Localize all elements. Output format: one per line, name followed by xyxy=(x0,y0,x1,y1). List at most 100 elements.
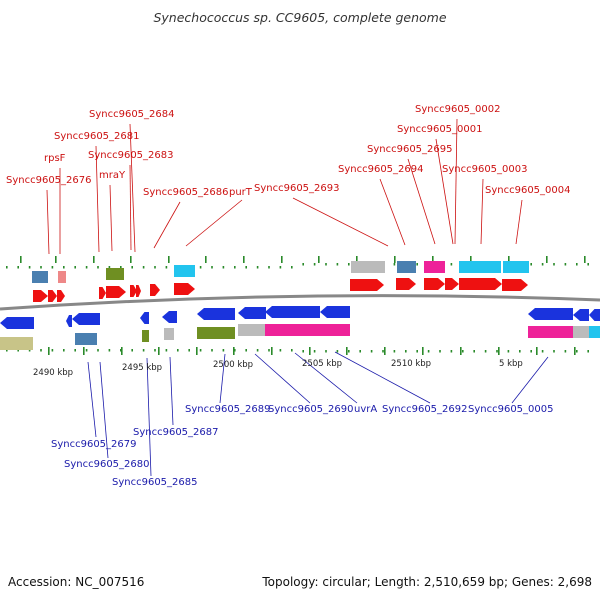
features xyxy=(0,261,600,350)
major-tick xyxy=(508,256,510,263)
reverse-label-leader xyxy=(254,353,311,404)
major-tick xyxy=(281,256,283,263)
forward-label-leader xyxy=(129,123,136,253)
major-tick xyxy=(130,256,132,263)
major-tick xyxy=(384,347,386,355)
forward-cds-arrow xyxy=(396,278,416,290)
forward-cds-arrow xyxy=(33,290,48,302)
tick-dot xyxy=(63,349,65,352)
tick-dot xyxy=(222,266,225,269)
tick-dot xyxy=(256,266,259,269)
tick-dot xyxy=(17,266,19,269)
major-tick xyxy=(48,347,50,355)
tick-dot xyxy=(245,266,247,269)
tick-dot xyxy=(313,350,316,353)
reverse-cds-arrow xyxy=(589,309,600,321)
tick-dot xyxy=(108,349,111,352)
gene-feature xyxy=(351,261,385,273)
tick-dot xyxy=(541,263,544,266)
map-title: Synechococcus sp. CC9605, complete genom… xyxy=(153,10,447,25)
tick-dot xyxy=(564,263,567,266)
reverse-label-leader xyxy=(99,361,109,459)
tick-dot xyxy=(439,350,441,353)
tick-dot xyxy=(199,349,202,352)
major-tick xyxy=(498,347,500,355)
tick-dot xyxy=(462,350,464,353)
tick-dot xyxy=(553,263,555,266)
tick-dot xyxy=(154,266,156,269)
reverse-cds-arrow xyxy=(197,308,235,320)
tick-dot xyxy=(576,263,578,266)
forward-cds-arrow xyxy=(424,278,445,290)
forward-gene-label: Syncc9605_0002 xyxy=(415,104,501,115)
forward-cds-arrow xyxy=(130,285,137,297)
tick-dot xyxy=(576,350,578,353)
major-tick xyxy=(318,256,320,263)
forward-label-leader xyxy=(95,145,100,253)
tick-dot xyxy=(245,349,247,352)
reverse-gene-label: Syncc9605_2685 xyxy=(112,477,198,488)
tick-dot xyxy=(336,350,339,353)
forward-gene-label: Syncc9605_2686 xyxy=(143,187,229,198)
major-tick xyxy=(574,347,576,355)
reverse-cds-arrow xyxy=(265,306,320,318)
major-tick xyxy=(93,256,95,263)
tick-dot xyxy=(188,349,190,352)
reverse-gene-label: Syncc9605_2680 xyxy=(64,459,150,470)
scale-label: 2500 kbp xyxy=(213,360,253,370)
tick-dot xyxy=(268,349,270,352)
tick-dot xyxy=(405,350,407,353)
forward-label-leader xyxy=(153,201,181,249)
forward-gene-label: rpsF xyxy=(44,153,66,164)
gene-feature xyxy=(174,265,195,277)
major-tick xyxy=(168,256,170,263)
reverse-cds-arrow xyxy=(320,306,350,318)
scale-label: 5 kbp xyxy=(499,359,523,369)
reverse-label-leader xyxy=(87,361,97,438)
forward-gene-label: Syncc9605_0001 xyxy=(397,124,483,135)
gene-feature xyxy=(459,261,501,273)
gene-feature xyxy=(320,324,350,336)
tick-dot xyxy=(222,349,225,352)
gene-feature xyxy=(238,324,266,336)
tick-dot xyxy=(393,350,396,353)
tick-dot xyxy=(359,350,361,353)
forward-label-leader xyxy=(109,184,113,252)
tick-dot xyxy=(348,350,350,353)
tick-dot xyxy=(450,263,453,266)
forward-cds-arrow xyxy=(174,283,195,295)
major-tick xyxy=(309,347,311,355)
major-tick xyxy=(546,256,548,263)
gene-feature xyxy=(32,271,48,283)
gene-feature xyxy=(106,268,124,280)
tick-dot xyxy=(142,349,145,352)
reverse-gene-label: Syncc9605_2679 xyxy=(51,439,137,450)
forward-gene-label: Syncc9605_0003 xyxy=(442,164,528,175)
tick-dot xyxy=(496,350,498,353)
gene-feature xyxy=(197,327,235,339)
reverse-label-leader xyxy=(334,351,431,404)
forward-label-leader xyxy=(515,199,523,245)
gene-feature xyxy=(164,328,174,340)
tick-dot xyxy=(507,350,510,353)
major-tick xyxy=(432,256,434,263)
gene-feature xyxy=(424,261,445,273)
tick-dot xyxy=(416,350,418,353)
tick-dot xyxy=(473,350,475,353)
forward-label-leader xyxy=(480,178,484,245)
forward-label-leader xyxy=(454,118,458,245)
tick-dot xyxy=(120,349,122,352)
forward-label-leader xyxy=(185,199,243,247)
tick-dot xyxy=(40,349,42,352)
forward-cds-arrow xyxy=(502,279,528,291)
major-tick xyxy=(20,256,22,263)
gene-feature xyxy=(265,324,320,336)
reverse-gene-label: Syncc9605_2687 xyxy=(133,427,219,438)
tick-dot xyxy=(268,266,270,269)
forward-gene-label: Syncc9605_2693 xyxy=(254,183,340,194)
summary-text: Topology: circular; Length: 2,510,659 bp… xyxy=(262,575,592,589)
major-tick xyxy=(356,256,358,263)
major-tick xyxy=(83,347,85,355)
tick-dot xyxy=(382,350,384,353)
